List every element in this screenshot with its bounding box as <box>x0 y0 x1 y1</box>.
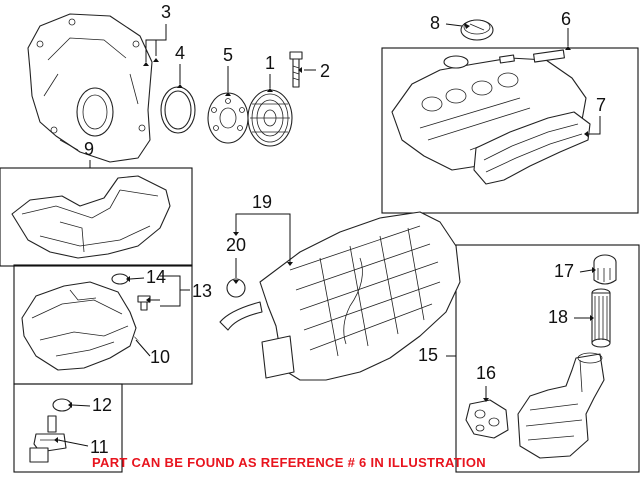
reference-note: PART CAN BE FOUND AS REFERENCE # 6 IN IL… <box>92 455 486 470</box>
callout-5: 5 <box>223 45 234 65</box>
intake-manifold-part <box>219 211 461 381</box>
callout-1: 1 <box>265 53 276 73</box>
timing-cover-part <box>27 13 153 163</box>
oil-filter-cap-part <box>593 254 617 285</box>
callout-9: 9 <box>84 139 95 159</box>
group-box-oil-filter-housing <box>455 244 640 473</box>
drain-plug-o-ring-part <box>111 273 129 285</box>
oil-level-sensor-part <box>29 415 67 463</box>
group-box-oil-pan <box>0 167 193 267</box>
callout-10: 10 <box>150 347 171 367</box>
group-box-cylinder-head-cover <box>381 47 639 214</box>
group-box-oil-level-sensor <box>13 383 123 473</box>
callout-15: 15 <box>418 345 439 365</box>
vibration-damper-part <box>247 89 293 147</box>
callout-2: 2 <box>320 61 331 81</box>
callout-18: 18 <box>548 307 569 327</box>
housing-gasket-set-part <box>465 399 509 439</box>
callout-14: 14 <box>146 267 167 287</box>
oil-pan-part <box>11 175 171 259</box>
lower-oil-pan-part <box>21 281 137 371</box>
seal-ring-part <box>160 86 196 134</box>
callout-11: 11 <box>90 437 109 457</box>
oil-filler-cap-part <box>460 19 494 41</box>
callout-3: 3 <box>161 2 172 22</box>
oil-filter-element-part <box>591 288 611 348</box>
callout-13: 13 <box>192 281 213 301</box>
hub-flange-part <box>207 92 249 144</box>
drain-plug-part <box>137 295 151 311</box>
cover-gasket-part <box>473 111 591 185</box>
callout-8: 8 <box>430 13 441 33</box>
callout-12: 12 <box>92 395 113 415</box>
oil-filter-housing-part <box>517 352 605 459</box>
callout-17: 17 <box>554 261 575 281</box>
callout-20: 20 <box>226 235 247 255</box>
callout-16: 16 <box>476 363 497 383</box>
intake-gasket-part <box>226 278 246 298</box>
callout-4: 4 <box>175 43 186 63</box>
leader-arrowheads <box>54 23 596 443</box>
callout-19: 19 <box>252 192 273 212</box>
callout-7: 7 <box>596 95 607 115</box>
callout-6: 6 <box>561 9 572 29</box>
center-bolt-part <box>289 51 303 88</box>
leader-lines <box>57 23 601 447</box>
